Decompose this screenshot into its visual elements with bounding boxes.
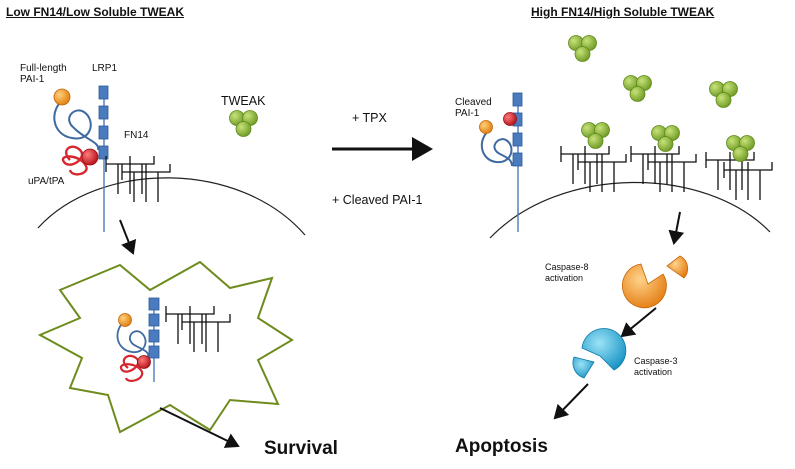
caspase8-label-line1: Caspase-8 bbox=[545, 262, 589, 272]
burst-upa-red-ball bbox=[137, 355, 151, 369]
tweak-label: TWEAK bbox=[221, 94, 266, 108]
apoptosis-label: Apoptosis bbox=[455, 436, 548, 457]
cleaved-pai1-label-line2: PAI-1 bbox=[455, 108, 480, 119]
fn14-label: FN14 bbox=[124, 130, 149, 141]
left-pai1-loop bbox=[53, 97, 100, 151]
caspase8-pie bbox=[621, 255, 689, 309]
right-lrp1-receptor bbox=[512, 92, 523, 232]
caspase3-label-line2: activation bbox=[634, 367, 673, 377]
right-panel-title: High FN14/High Soluble TWEAK bbox=[531, 5, 715, 19]
caspase3-arrow bbox=[620, 307, 657, 338]
survival-label: Survival bbox=[264, 438, 338, 459]
bound-tweak-trimer-3 bbox=[726, 135, 755, 162]
right-pai1-orange-ball bbox=[479, 120, 493, 134]
cleaved-pai1-treatment-label: + Cleaved PAI-1 bbox=[332, 193, 423, 207]
caspase8-label-line2: activation bbox=[545, 273, 584, 283]
bound-tweak-trimer-1 bbox=[581, 122, 610, 149]
survival-arrow bbox=[159, 407, 240, 448]
right-tweak-trimer-3 bbox=[709, 81, 738, 108]
apoptosis-arrow bbox=[553, 383, 589, 420]
left-tweak-trimer bbox=[229, 110, 258, 137]
left-fn14-receptors bbox=[105, 155, 171, 203]
burst-lrp1-receptor bbox=[148, 297, 160, 382]
right-cleaved-pai1-loop bbox=[481, 127, 513, 167]
upa-tpa-label: uPA/tPA bbox=[28, 176, 65, 187]
left-upa-red-ball bbox=[81, 148, 99, 166]
bound-tweak-trimer-2 bbox=[651, 125, 680, 152]
right-tweak-trimer-2 bbox=[623, 75, 652, 102]
left-panel-title: Low FN14/Low Soluble TWEAK bbox=[6, 5, 184, 19]
survival-burst bbox=[37, 260, 294, 434]
right-pai1-red-ball bbox=[503, 112, 517, 126]
caspase8-arrow bbox=[668, 211, 685, 245]
tpx-label: + TPX bbox=[352, 111, 387, 125]
burst-pai1-loop bbox=[116, 319, 150, 359]
caspase3-label-line1: Caspase-3 bbox=[634, 356, 678, 366]
caspase3-pie bbox=[572, 328, 627, 379]
cleaved-pai1-label-line1: Cleaved bbox=[455, 97, 492, 108]
full-length-pai1-label-line2: PAI-1 bbox=[20, 74, 45, 85]
left-cell-membrane bbox=[37, 177, 306, 236]
burst-upa-coil bbox=[119, 354, 144, 382]
right-tweak-trimer-1 bbox=[568, 35, 597, 62]
left-upa-tpa-coil bbox=[61, 145, 88, 176]
burst-pai1-orange-ball bbox=[118, 313, 132, 327]
left-pai1-orange-ball bbox=[53, 88, 71, 106]
full-length-pai1-label-line1: Full-length bbox=[20, 63, 67, 74]
lrp1-label: LRP1 bbox=[92, 63, 118, 74]
left-down-arrow bbox=[119, 219, 137, 255]
right-cell-membrane bbox=[489, 181, 771, 239]
left-lrp1-receptor bbox=[98, 85, 109, 232]
